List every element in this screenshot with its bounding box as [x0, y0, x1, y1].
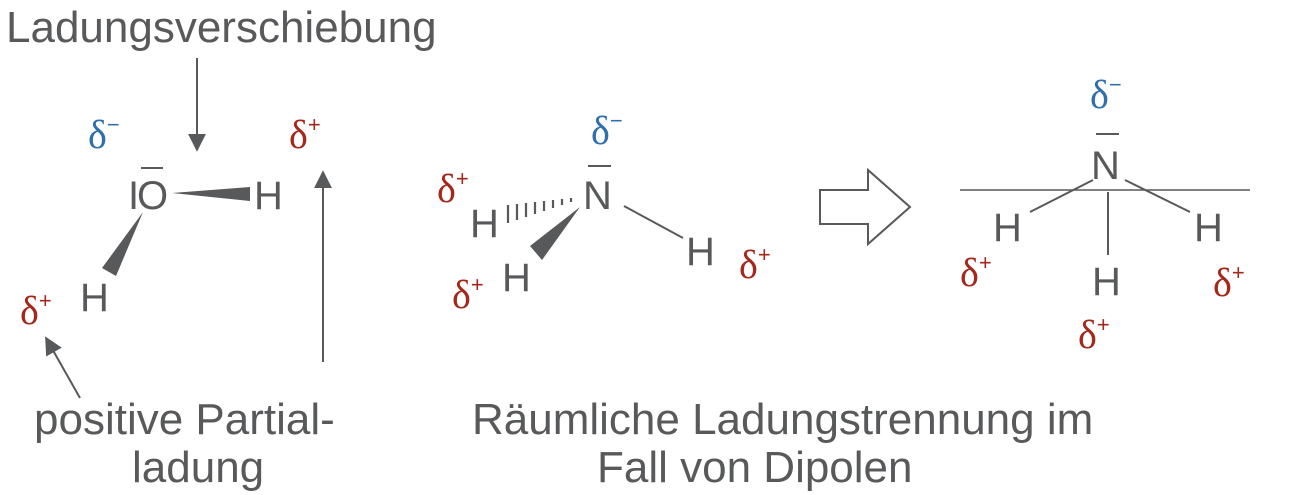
projection-hydrogen-right: H — [1194, 206, 1223, 250]
ammonia-hydrogen-wedge: H — [502, 256, 531, 300]
ammonia-hydrogen-partial-positive-right: δ+ — [739, 242, 771, 287]
positive-partial-charge-label-line2: ladung — [132, 443, 265, 492]
arrow-to-positive-charge-left — [45, 336, 81, 399]
water-hydrogen-left: H — [80, 276, 109, 320]
projection-nitrogen-atom: N — [1091, 144, 1120, 188]
ammonia-hydrogen-hashed: H — [470, 202, 499, 246]
projection-hydrogen-left: H — [993, 206, 1022, 250]
water-hydrogen-right: H — [254, 174, 283, 218]
spatial-charge-separation-label-line2: Fall von Dipolen — [597, 443, 913, 492]
charge-shift-label: Ladungsverschiebung — [6, 3, 437, 52]
projection-hydrogen-partial-positive-right: δ+ — [1213, 260, 1245, 305]
ammonia-nitrogen-atom: N — [583, 174, 612, 218]
ammonia-plain-bond — [623, 205, 684, 239]
positive-partial-charge-label-line1: positive Partial- — [34, 395, 335, 444]
water-hydrogen-partial-positive-left: δ+ — [20, 288, 52, 333]
water-oxygen-atom: O — [137, 174, 169, 218]
water-oxygen-partial-negative: δ− — [88, 112, 120, 157]
water-hydrogen-partial-positive-right: δ+ — [289, 112, 321, 157]
ammonia-nitrogen-partial-negative: δ− — [591, 108, 623, 153]
projection-hydrogen-partial-positive-left: δ+ — [960, 250, 992, 295]
water-wedge-bond-right — [172, 187, 250, 201]
projection-bond-left — [1029, 179, 1094, 213]
water-wedge-bond-left — [102, 212, 143, 276]
spatial-charge-separation-label-line1: Räumliche Ladungstrennung im — [472, 395, 1094, 444]
hollow-right-arrow-icon — [819, 167, 912, 247]
projection-nitrogen-partial-negative: δ− — [1090, 72, 1122, 117]
ammonia-hashed-bond — [506, 198, 573, 223]
projection-hydrogen-bottom: H — [1092, 260, 1121, 304]
ammonia-hydrogen-partial-positive-bottom-left: δ+ — [452, 272, 484, 317]
projection-hydrogen-partial-positive-bottom: δ+ — [1078, 312, 1110, 357]
ammonia-hydrogen-plain: H — [686, 230, 715, 274]
ammonia-wedge-bond — [530, 207, 580, 260]
projection-bond-right — [1124, 179, 1191, 213]
water-oxygen-lone-pair-left: I — [128, 174, 140, 218]
ammonia-hydrogen-partial-positive-top-left: δ+ — [437, 166, 469, 211]
